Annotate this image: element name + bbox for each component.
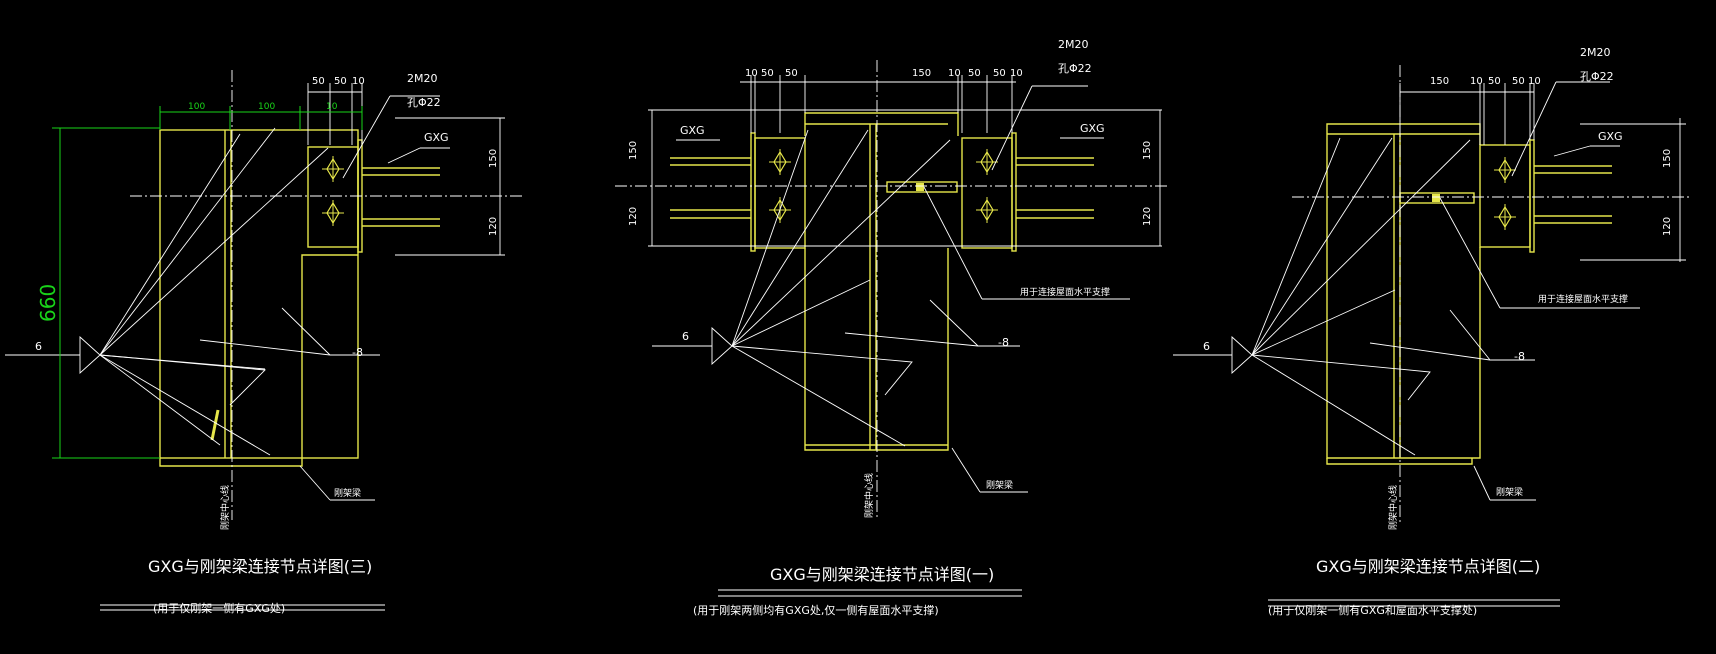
detail-title: GXG与刚架梁连接节点详图(二) — [1316, 557, 1540, 576]
centerline-label: 刚架中心线 — [219, 485, 231, 530]
dim-green-2: 100 — [258, 102, 275, 112]
centerline-label: 刚架中心线 — [863, 473, 875, 518]
brace-label: 用于连接屋面水平支撑 — [1538, 293, 1628, 305]
dim-top-1: 10 — [745, 68, 758, 79]
detail-note: (用于仅刚架一侧有GXG和屋面水平支撑处) — [1268, 603, 1477, 617]
gxg-label: GXG — [1598, 130, 1623, 143]
dim-150: 150 — [1662, 149, 1673, 168]
dim-150-right: 150 — [1142, 141, 1153, 160]
dim-top-2: 50 — [334, 76, 347, 87]
dim-120: 120 — [488, 217, 499, 236]
gxg-left-label: GXG — [680, 124, 705, 137]
dim-150-left: 150 — [628, 141, 639, 160]
dim-green-1: 100 — [188, 102, 205, 112]
dim-top-1: 50 — [312, 76, 325, 87]
dim-top-3: 10 — [352, 76, 365, 87]
dim-top-2: 10 — [1470, 76, 1483, 87]
beam-label: 刚架梁 — [334, 487, 361, 499]
hole-label: 孔Φ22 — [407, 96, 441, 109]
detail-title: GXG与刚架梁连接节点详图(三) — [148, 557, 372, 576]
dim-120-right: 120 — [1142, 207, 1153, 226]
dim-top-7: 50 — [993, 68, 1006, 79]
dim-top-3: 50 — [1488, 76, 1501, 87]
height-dim: 660 — [36, 284, 60, 322]
plate-label: -8 — [352, 346, 363, 359]
gxg-label: GXG — [424, 131, 449, 144]
dim-120: 120 — [1662, 217, 1673, 236]
weld-size: 6 — [35, 340, 42, 353]
detail-two: 150 10 50 50 10 2M20 孔Φ22 GXG 150 120 6 … — [1173, 46, 1690, 617]
dim-top-2: 50 — [761, 68, 774, 79]
dim-top-6: 50 — [968, 68, 981, 79]
plate-label: -8 — [1514, 350, 1525, 363]
bolt-label: 2M20 — [407, 72, 438, 85]
dim-top-5: 10 — [1528, 76, 1541, 87]
dim-top-4: 150 — [912, 68, 931, 79]
dim-top-4: 50 — [1512, 76, 1525, 87]
detail-title: GXG与刚架梁连接节点详图(一) — [770, 565, 994, 584]
hole-label: 孔Φ22 — [1580, 70, 1614, 83]
dim-top-3: 50 — [785, 68, 798, 79]
dim-150: 150 — [488, 149, 499, 168]
centerline-label: 刚架中心线 — [1387, 485, 1399, 530]
dim-120-left: 120 — [628, 207, 639, 226]
detail-one: 10 50 50 150 10 50 50 10 2M20 孔Φ22 GXG G… — [615, 38, 1170, 617]
dim-green-3: 10 — [326, 102, 338, 112]
plate-label: -8 — [998, 336, 1009, 349]
gxg-right-label: GXG — [1080, 122, 1105, 135]
beam-label: 刚架梁 — [986, 479, 1013, 491]
gusset-plate-outline — [159, 129, 359, 459]
brace-label: 用于连接屋面水平支撑 — [1020, 286, 1110, 298]
hole-label: 孔Φ22 — [1058, 62, 1092, 75]
detail-note: (用于刚架两侧均有GXG处,仅一侧有屋面水平支撑) — [693, 603, 939, 617]
detail-note: (用于仅刚架一侧有GXG处) — [153, 601, 285, 615]
detail-three: 660 100 100 10 50 50 10 2M20 孔Φ22 GXG 15… — [5, 70, 525, 615]
dim-top-8: 10 — [1010, 68, 1023, 79]
weld-size: 6 — [682, 330, 689, 343]
beam-outline — [159, 254, 358, 467]
dim-top-5: 10 — [948, 68, 961, 79]
bolt-label: 2M20 — [1058, 38, 1089, 51]
beam-label: 刚架梁 — [1496, 486, 1523, 498]
bolt-label: 2M20 — [1580, 46, 1611, 59]
weld-size: 6 — [1203, 340, 1210, 353]
dim-top-1: 150 — [1430, 76, 1449, 87]
